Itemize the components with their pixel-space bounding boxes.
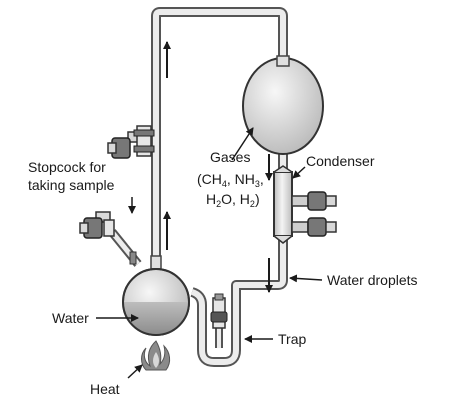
condenser-port-bottom (291, 217, 337, 237)
boiling-flask (122, 251, 190, 336)
gases-pointer (231, 127, 254, 161)
water-droplets-pointer (289, 274, 323, 283)
flow-arrows (163, 41, 273, 293)
upper-stopcock (107, 125, 155, 159)
stopcock-label-line1: Stopcock for (28, 159, 106, 175)
water-label: Water (52, 310, 89, 326)
water-droplets-label: Water droplets (327, 272, 418, 288)
sampling-stopcock (79, 211, 115, 239)
label-pointers (96, 127, 323, 379)
condenser-port-top (291, 191, 337, 211)
stopcock-label-line2: taking sample (28, 177, 115, 193)
gases-label: Gases (210, 149, 250, 165)
heat-label: Heat (90, 381, 120, 397)
trap-stopcock (210, 293, 228, 329)
bulb-top-neck (276, 55, 290, 67)
gases-formula-line2: H2O, H2) (206, 191, 260, 209)
trap-label: Trap (278, 331, 306, 347)
heat-pointer (127, 364, 143, 379)
flask-water (123, 302, 189, 335)
gases-formula-line1: (CH4, NH3, (197, 171, 264, 189)
flame-icon (141, 340, 171, 371)
condenser-pointer (292, 166, 306, 179)
condenser (273, 165, 337, 244)
gas-bulb (242, 57, 324, 155)
condenser-label: Condenser (306, 153, 375, 169)
